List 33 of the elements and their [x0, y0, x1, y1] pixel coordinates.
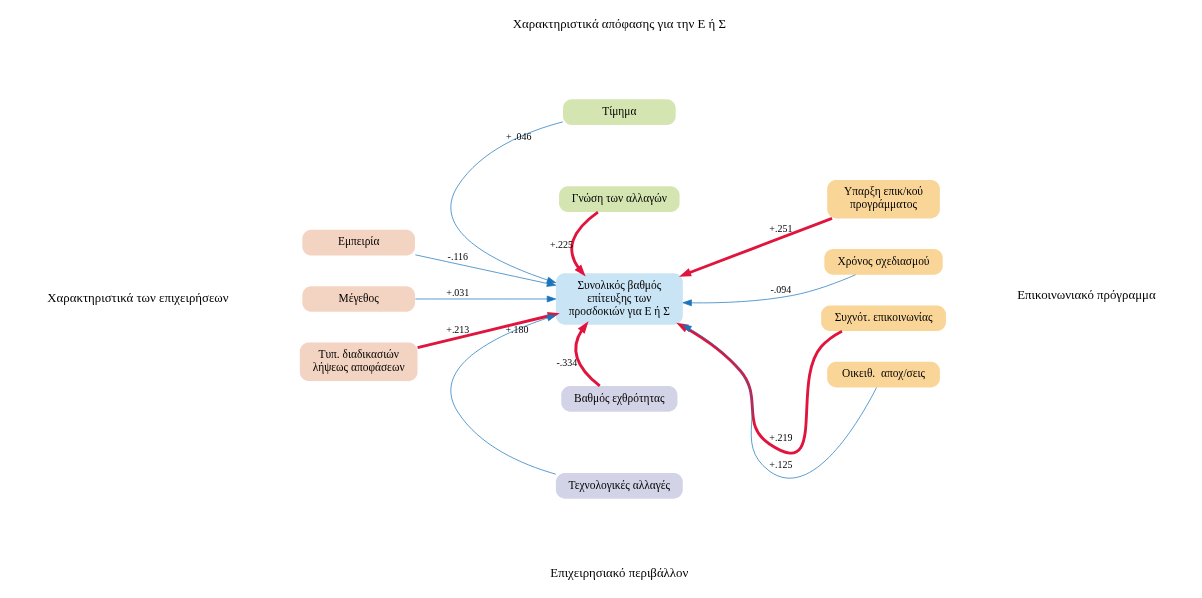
- node-box: Υπαρξη επικ/κού προγράμματος: [826, 179, 940, 219]
- arrow: [569, 210, 599, 277]
- label: Επιχειρησιακό περιβάλλον: [549, 565, 688, 580]
- node-box: Οικειθ. αποχ/σεις: [826, 361, 940, 388]
- edge-label: +.219: [768, 432, 792, 444]
- node-box: Γνώση των αλλαγών: [558, 186, 680, 212]
- edge-label: +.213: [445, 323, 469, 335]
- label: Επικοινωνιακό πρόγραμμα: [1016, 288, 1156, 303]
- arrow: [682, 274, 856, 307]
- node-box: Βαθμός εχθρότητας: [560, 386, 677, 412]
- edge-label: +.180: [504, 323, 528, 335]
- edge-label: +.031: [445, 287, 469, 299]
- arrow: [414, 295, 556, 303]
- arrow: [449, 314, 556, 475]
- node-box: Συνολικός βαθμός επίτευξης των προσδοκιών για Ε ή Σ: [555, 273, 683, 325]
- node-box: Χρόνος σχεδιασμού: [823, 249, 943, 275]
- node-box: Τυπ. διαδικασιών λήψεως αποφάσεων: [299, 342, 417, 381]
- node-box: Τίμημα: [562, 99, 676, 125]
- label: Χαρακτηριστικά απόφασης για την Ε ή Σ: [512, 16, 726, 31]
- arrow: [573, 321, 601, 388]
- node-box: Εμπειρία: [301, 229, 415, 256]
- edge-label: + .046: [505, 130, 531, 142]
- arrow: [681, 324, 877, 479]
- node-box: Τεχνολογικές αλλαγές: [555, 473, 683, 499]
- edge-label: -.116: [447, 250, 468, 262]
- node-box: Συχνότ. επικοινωνίας: [820, 305, 946, 332]
- node-box: Μέγεθος: [301, 286, 415, 312]
- edge-label: +.125: [768, 459, 792, 471]
- edge-label: +.251: [768, 223, 792, 235]
- edge-label: -.094: [769, 283, 791, 295]
- label: Χαρακτηριστικά των επιχειρήσεων: [46, 291, 229, 306]
- arrow: [678, 217, 833, 277]
- edge-label: -.334: [555, 356, 577, 368]
